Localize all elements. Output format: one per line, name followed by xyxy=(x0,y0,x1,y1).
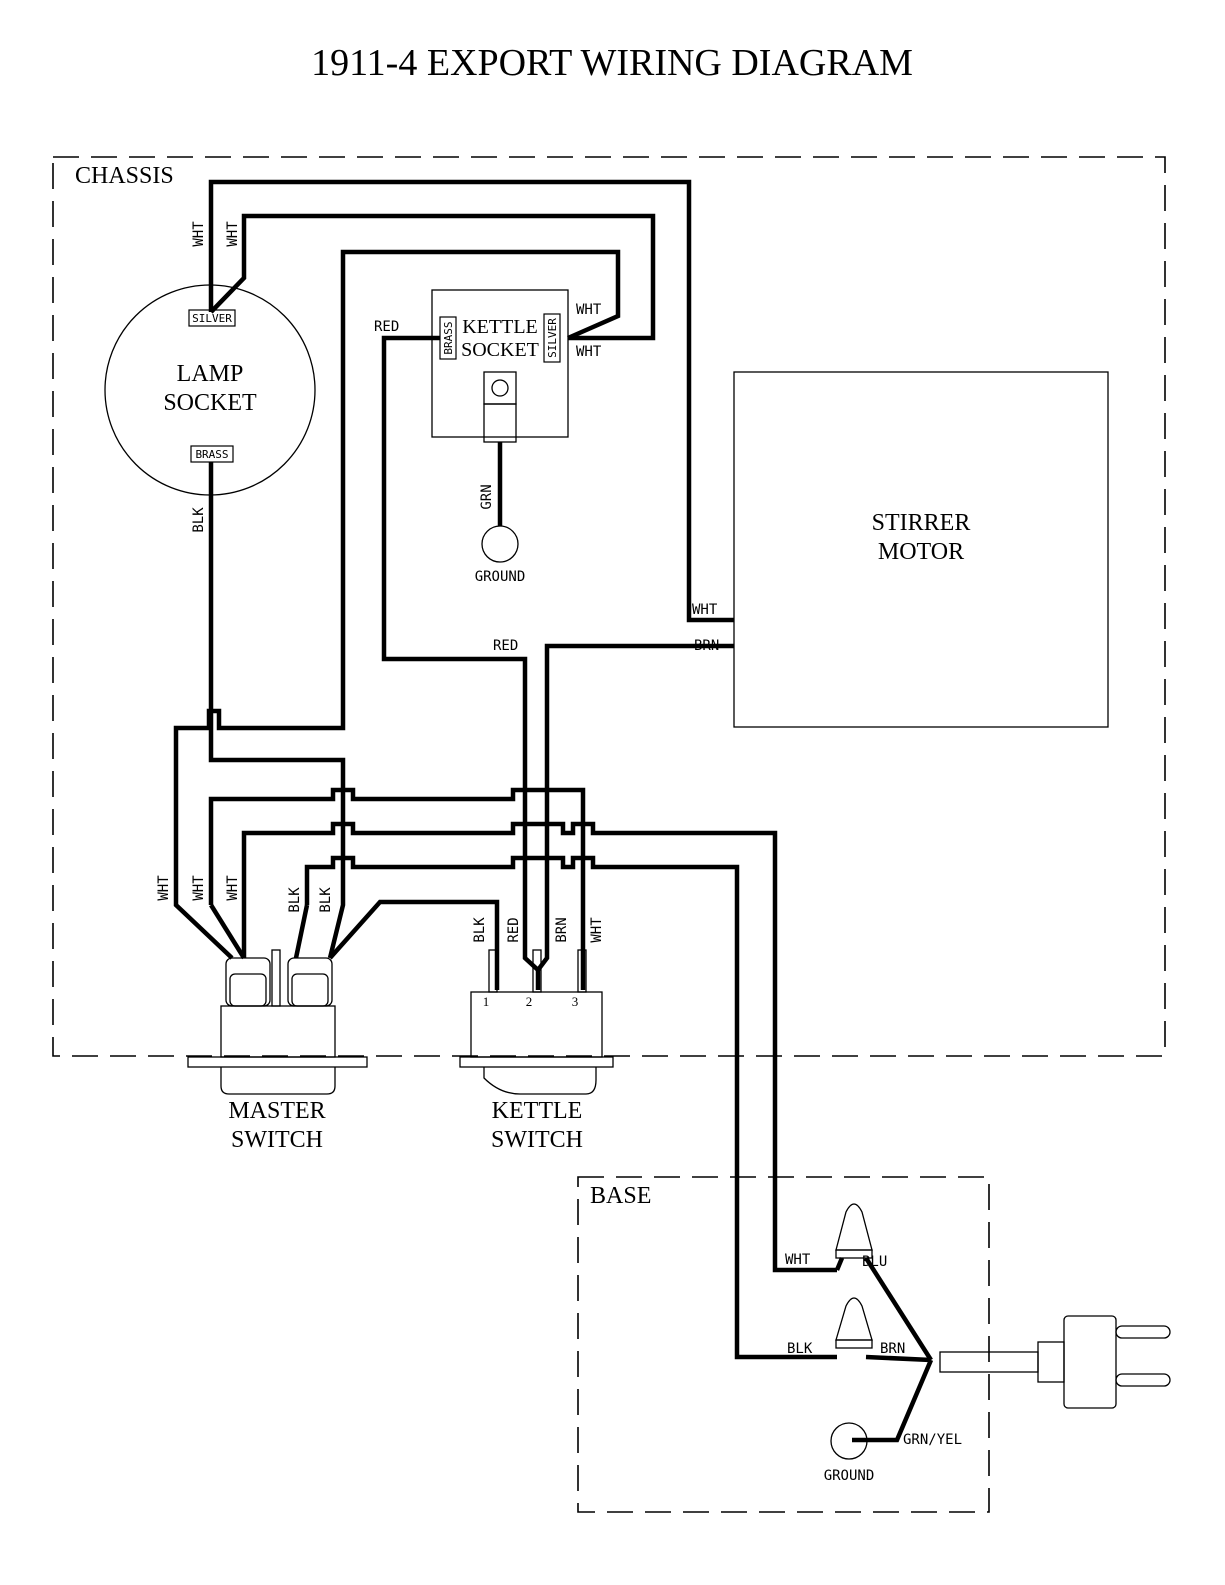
wht-label-1: WHT xyxy=(191,221,207,247)
grn-wire-label: GRN xyxy=(479,484,495,509)
kettle-switch-pin-3: 3 xyxy=(572,994,579,1009)
stirrer-motor-label-1: STIRRER xyxy=(872,510,971,536)
wht-label-kettle-1: WHT xyxy=(576,302,602,318)
blk-label-lamp: BLK xyxy=(191,507,207,533)
red-label-kettle: RED xyxy=(374,319,399,335)
kettle-switch-label-1: KETTLE xyxy=(492,1098,583,1124)
diagram-title: 1911-4 EXPORT WIRING DIAGRAM xyxy=(311,42,913,84)
base-label: BASE xyxy=(590,1183,651,1209)
grn-yel-label: GRN/YEL xyxy=(903,1432,962,1448)
lamp-brass-terminal: BRASS xyxy=(195,448,228,461)
base-connectors xyxy=(836,1204,872,1348)
brn-label-motor: BRN xyxy=(694,638,719,654)
base-ground: GROUND xyxy=(824,1423,875,1484)
wht-label-base: WHT xyxy=(785,1252,811,1268)
blk-label-ks: BLK xyxy=(472,917,488,943)
blk-label-ms-1: BLK xyxy=(287,887,303,913)
chassis-label: CHASSIS xyxy=(75,163,174,189)
power-plug xyxy=(940,1316,1170,1408)
master-switch-label-2: SWITCH xyxy=(231,1127,323,1153)
base-ground-label: GROUND xyxy=(824,1468,875,1484)
kettle-silver-terminal: SILVER xyxy=(546,318,559,358)
wht-label-ms-2: WHT xyxy=(191,875,207,901)
kettle-socket-label-1: KETTLE xyxy=(462,316,538,338)
wire-nut-lower xyxy=(836,1298,872,1340)
blu-label-base: BLU xyxy=(862,1254,887,1270)
kettle-ground-label: GROUND xyxy=(475,569,526,585)
brn-label-ks: BRN xyxy=(554,917,570,942)
base-region xyxy=(578,1177,989,1512)
lamp-socket-label-2: SOCKET xyxy=(163,390,257,416)
plug-pin-1 xyxy=(1116,1326,1170,1338)
wire-nut-upper xyxy=(836,1204,872,1250)
kettle-socket-receptacle xyxy=(484,372,516,404)
kettle-switch-pin-2: 2 xyxy=(526,994,533,1009)
plug-pin-2 xyxy=(1116,1374,1170,1386)
blk-label-base: BLK xyxy=(787,1341,813,1357)
kettle-switch-label-2: SWITCH xyxy=(491,1127,583,1153)
master-switch-label-1: MASTER xyxy=(228,1098,325,1124)
stirrer-motor: STIRRER MOTOR xyxy=(734,372,1108,727)
blk-label-ms-2: BLK xyxy=(318,887,334,913)
wht-label-ms-1: WHT xyxy=(156,875,172,901)
kettle-brass-terminal: BRASS xyxy=(442,321,455,354)
wht-label-ms-3: WHT xyxy=(225,875,241,901)
wht-label-2: WHT xyxy=(225,221,241,247)
wires xyxy=(176,182,931,1440)
stirrer-motor-label-2: MOTOR xyxy=(878,539,964,565)
brn-label-base: BRN xyxy=(880,1341,905,1357)
master-switch: MASTER SWITCH xyxy=(188,950,367,1153)
wht-label-kettle-2: WHT xyxy=(576,344,602,360)
kettle-switch-pin-1: 1 xyxy=(483,994,490,1009)
lamp-socket-label-1: LAMP xyxy=(177,361,244,387)
kettle-socket: KETTLE SOCKET BRASS SILVER xyxy=(432,290,568,442)
red-label-ks: RED xyxy=(506,917,522,942)
wht-label-ks: WHT xyxy=(589,917,605,943)
kettle-ground: GROUND GRN xyxy=(475,442,526,585)
lamp-silver-terminal: SILVER xyxy=(192,312,232,325)
red-label-mid: RED xyxy=(493,638,518,654)
kettle-socket-label-2: SOCKET xyxy=(461,339,539,361)
wht-label-motor: WHT xyxy=(692,602,718,618)
